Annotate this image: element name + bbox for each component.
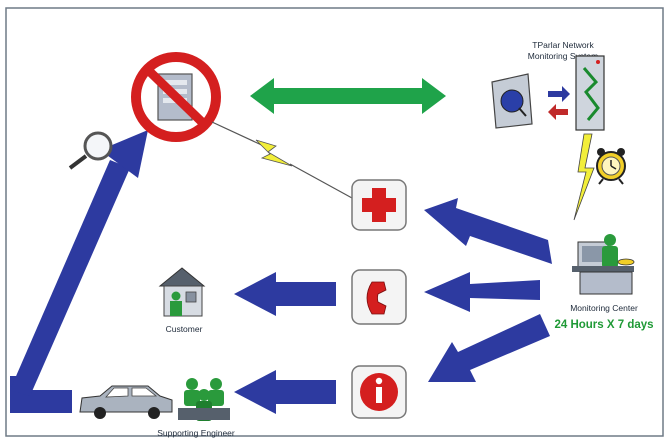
arrow-to-customer xyxy=(234,272,336,316)
info-icon xyxy=(351,365,407,419)
customer-label: Customer xyxy=(166,324,203,334)
first-aid-icon xyxy=(351,179,407,231)
monitoring-system-label-line1: TParlar Network xyxy=(532,40,594,50)
monitoring-center-label: Monitoring Center xyxy=(570,303,638,313)
return-path-arrow xyxy=(10,130,148,413)
forbidden-server-icon xyxy=(131,52,221,142)
support-team-icon xyxy=(178,378,230,421)
dispatch-arrow-first-aid xyxy=(424,198,552,264)
alert-line xyxy=(211,121,353,199)
customer-house-icon xyxy=(158,267,206,317)
diagram-frame xyxy=(5,7,664,437)
operator-workstation-icon xyxy=(572,234,635,295)
monitoring-system-label-line2: Monitoring System xyxy=(528,51,598,61)
car-icon xyxy=(79,385,173,419)
engineer-label: Supporting Engineer xyxy=(157,428,235,438)
lightning-icon xyxy=(573,133,595,221)
network-monitor-icon xyxy=(491,55,605,131)
arrow-to-engineer xyxy=(234,370,336,414)
alarm-clock-icon xyxy=(596,148,626,185)
monitoring-center-hours: 24 Hours X 7 days xyxy=(554,319,653,331)
bidirectional-arrow-icon xyxy=(250,78,446,114)
dispatch-arrow-phone xyxy=(424,272,540,312)
dispatch-arrow-info xyxy=(428,314,550,382)
phone-icon xyxy=(351,269,407,325)
magnifier-icon xyxy=(68,131,113,170)
